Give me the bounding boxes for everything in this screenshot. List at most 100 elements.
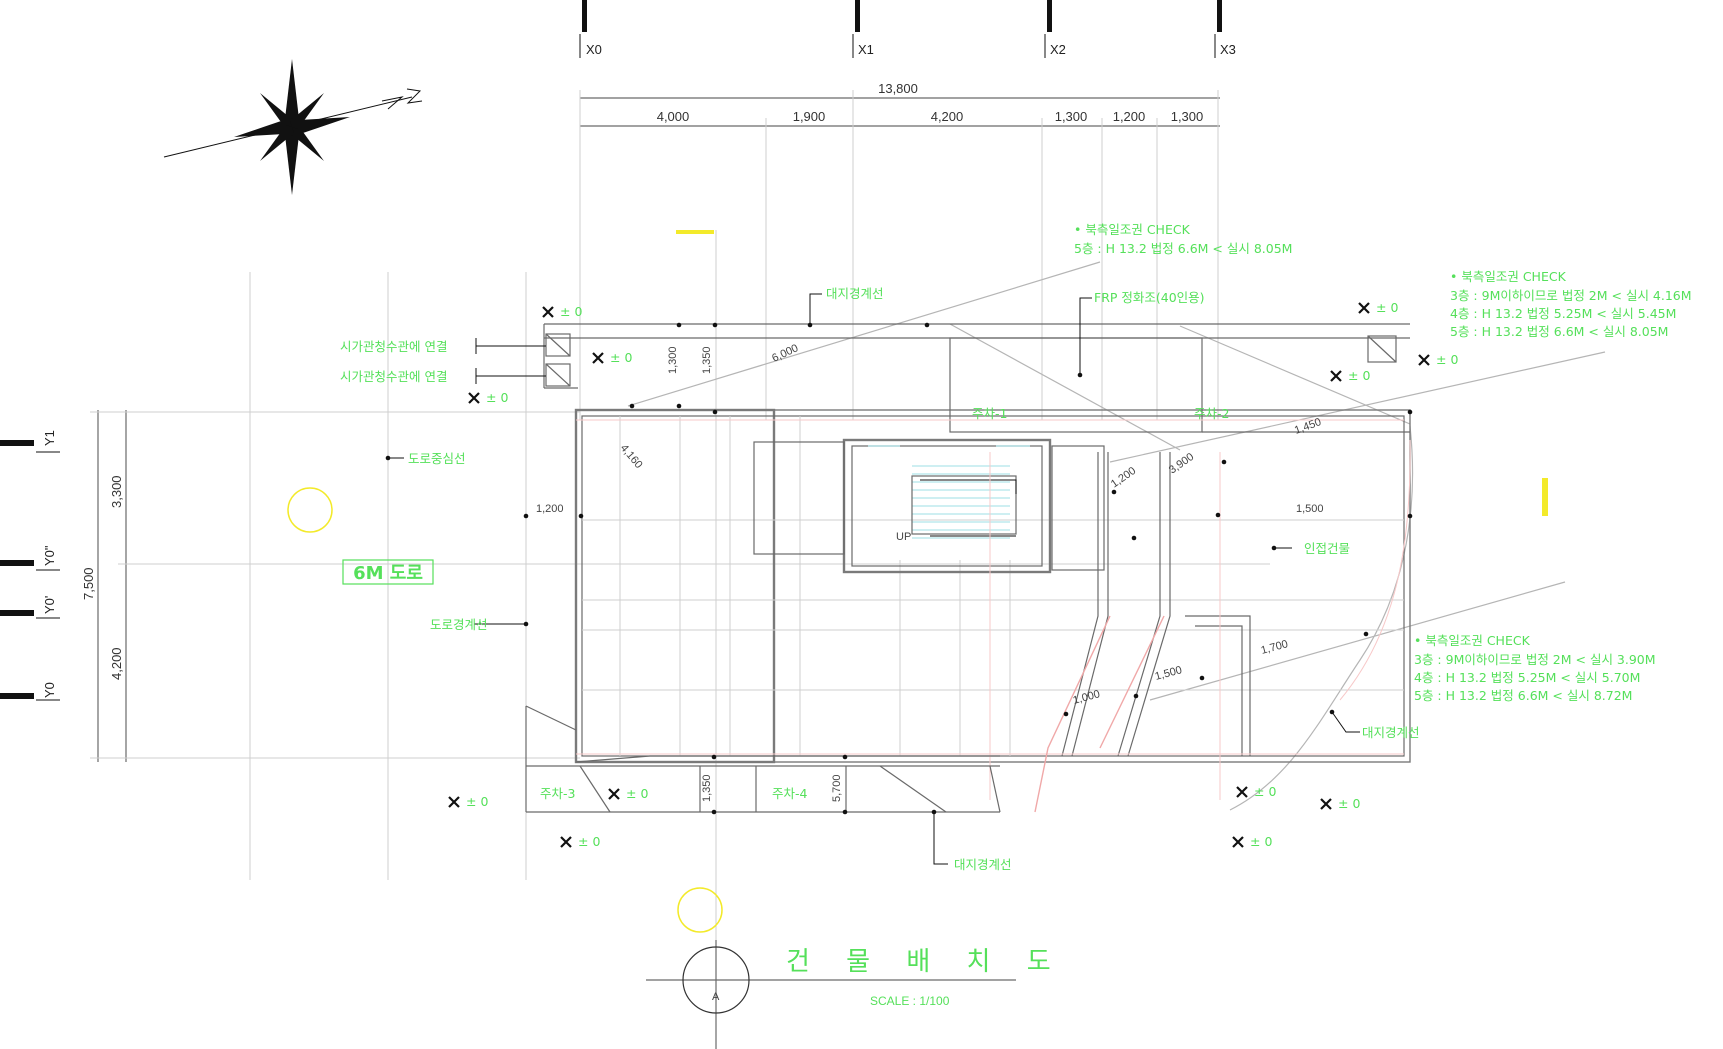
tick-dots xyxy=(385,322,1413,815)
parking-strip xyxy=(525,705,1001,813)
label-road-boundary: 도로경계선 xyxy=(430,617,488,632)
label-parking-4: 주차-4 xyxy=(772,786,808,801)
level-mark: ± 0 xyxy=(1232,834,1272,849)
title-main: 건 물 배 치 도 xyxy=(786,947,1065,977)
level-mark: ± 0 xyxy=(1358,300,1398,315)
level-mark: ± 0 xyxy=(542,304,582,319)
top-dimensions: 13,800 4,000 1,900 4,200 1,300 1,200 1,3… xyxy=(579,81,1220,420)
dim-small-5: 1,350 xyxy=(701,346,713,374)
dim-small-8: 1,450 xyxy=(1293,416,1323,437)
level-mark: ± 0 xyxy=(560,834,600,849)
level-mark: ± 0 xyxy=(608,786,648,801)
level-mark: ± 0 xyxy=(448,794,488,809)
angled-walls xyxy=(1061,452,1251,757)
dim-small-1: 1,200 xyxy=(536,503,564,515)
dim-small-2: 6,000 xyxy=(770,342,800,365)
svg-text:± 0: ± 0 xyxy=(626,786,648,801)
level-mark: ± 0 xyxy=(468,390,508,405)
dim-small-13: 1,350 xyxy=(701,774,713,802)
check-bottom-line-2: 4층 : H 13.2 법정 5.25M < 실시 5.70M xyxy=(1414,670,1640,685)
stair-up-label: UP xyxy=(896,531,911,543)
label-sewer-2: 시가관청수관에 연결 xyxy=(340,369,447,384)
dim-small-14: 5,700 xyxy=(831,774,843,802)
dim-small-3: 4,160 xyxy=(618,442,645,471)
level-mark: ± 0 xyxy=(1418,352,1458,367)
label-road-name: 6M 도로 xyxy=(353,563,423,584)
svg-text:± 0: ± 0 xyxy=(1436,352,1458,367)
label-sewer-1: 시가관청수관에 연결 xyxy=(340,339,447,354)
dim-total-width: 13,800 xyxy=(878,81,918,96)
svg-text:± 0: ± 0 xyxy=(1376,300,1398,315)
label-site-boundary-bottom: 대지경계선 xyxy=(954,857,1012,872)
dim-small-12: 1,000 xyxy=(1072,688,1102,707)
check-bottom-heading: • 북측일조권 CHECK xyxy=(1414,633,1531,648)
dim-small-4: 1,300 xyxy=(667,346,679,374)
axis-y0-prime: Y0' xyxy=(42,596,57,614)
dim-small-7: 3,900 xyxy=(1167,451,1196,477)
axis-x1: X1 xyxy=(858,42,874,57)
dim-span-2: 1,900 xyxy=(793,109,826,124)
north-arrow-icon xyxy=(163,59,423,195)
dim-span-3: 4,200 xyxy=(931,109,964,124)
site-boundary-lines xyxy=(627,261,1606,811)
road-label-box: 6M 도로 xyxy=(342,559,434,585)
stair-core: UP xyxy=(753,438,1105,574)
svg-text:± 0: ± 0 xyxy=(1254,784,1276,799)
y-axis-markers: Y1 Y0" Y0' Y0 xyxy=(0,430,60,701)
x-axis-markers: X0 X1 X2 X3 xyxy=(579,0,1236,58)
check-right-line-1: 3층 : 9M이하이므로 법정 2M < 실시 4.16M xyxy=(1450,288,1692,303)
axis-y0-double: Y0" xyxy=(42,545,57,566)
dim-span-4: 1,300 xyxy=(1055,109,1088,124)
label-site-boundary: 대지경계선 xyxy=(826,286,884,301)
dim-small-11: 1,500 xyxy=(1154,664,1184,683)
left-dimensions: 3,300 7,500 4,200 xyxy=(81,410,1270,762)
axis-y0: Y0 xyxy=(42,682,57,698)
label-parking-2: 주차-2 xyxy=(1194,406,1229,421)
dim-small-6: 1,200 xyxy=(1109,465,1138,491)
svg-text:± 0: ± 0 xyxy=(578,834,600,849)
axis-y1: Y1 xyxy=(42,430,57,446)
building-outline xyxy=(543,323,1411,764)
title-marker: A xyxy=(712,991,720,1003)
road-lines xyxy=(249,230,717,1049)
label-frp-tank: FRP 정화조(40인용) xyxy=(1094,290,1205,305)
svg-text:± 0: ± 0 xyxy=(466,794,488,809)
level-mark: ± 0 xyxy=(1330,368,1370,383)
dim-total-depth: 7,500 xyxy=(81,567,96,600)
axis-x2: X2 xyxy=(1050,42,1066,57)
label-parking-3: 주차-3 xyxy=(540,786,575,801)
dim-y-span-1: 3,300 xyxy=(109,475,124,508)
dim-small-10: 1,700 xyxy=(1260,638,1290,657)
svg-text:± 0: ± 0 xyxy=(560,304,582,319)
leader-lines xyxy=(388,293,1360,865)
svg-text:± 0: ± 0 xyxy=(1338,796,1360,811)
upper-floor-outline xyxy=(576,419,1411,813)
title-scale: SCALE : 1/100 xyxy=(870,994,950,1008)
axis-x3: X3 xyxy=(1220,42,1236,57)
check-right-line-3: 5층 : H 13.2 법정 6.6M < 실시 8.05M xyxy=(1450,324,1668,339)
check-right-heading: • 북측일조권 CHECK xyxy=(1450,269,1567,284)
label-adjacent-building: 인접건물 xyxy=(1304,541,1350,556)
check-bottom-line-3: 5층 : H 13.2 법정 6.6M < 실시 8.72M xyxy=(1414,688,1632,703)
check-top-heading: • 북측일조권 CHECK xyxy=(1074,222,1191,237)
label-site-boundary-right: 대지경계선 xyxy=(1362,725,1420,740)
svg-text:± 0: ± 0 xyxy=(610,350,632,365)
axis-x0: X0 xyxy=(586,42,602,57)
label-road-center: 도로중심선 xyxy=(408,451,466,466)
svg-text:± 0: ± 0 xyxy=(1348,368,1370,383)
check-bottom-line-1: 3층 : 9M이하이므로 법정 2M < 실시 3.90M xyxy=(1414,652,1656,667)
label-parking-1: 주차-1 xyxy=(972,406,1007,421)
level-marks: ± 0 ± 0 ± 0 ± 0 ± 0 ± 0 ± 0 ± 0 ± 0 ± 0 … xyxy=(448,300,1458,849)
svg-text:± 0: ± 0 xyxy=(486,390,508,405)
dim-small-9: 1,500 xyxy=(1296,503,1324,515)
level-mark: ± 0 xyxy=(1236,784,1276,799)
check-right-line-2: 4층 : H 13.2 법정 5.25M < 실시 5.45M xyxy=(1450,306,1676,321)
annotations: 대지경계선 FRP 정화조(40인용) 시가관청수관에 연결 시가관청수관에 연… xyxy=(340,222,1692,872)
level-mark: ± 0 xyxy=(1320,796,1360,811)
dim-span-6: 1,300 xyxy=(1171,109,1204,124)
check-top-line-1: 5층 : H 13.2 법정 6.6M < 실시 8.05M xyxy=(1074,241,1292,256)
dim-y-span-2: 4,200 xyxy=(109,647,124,680)
svg-text:± 0: ± 0 xyxy=(1250,834,1272,849)
interior-grid xyxy=(582,416,1404,756)
